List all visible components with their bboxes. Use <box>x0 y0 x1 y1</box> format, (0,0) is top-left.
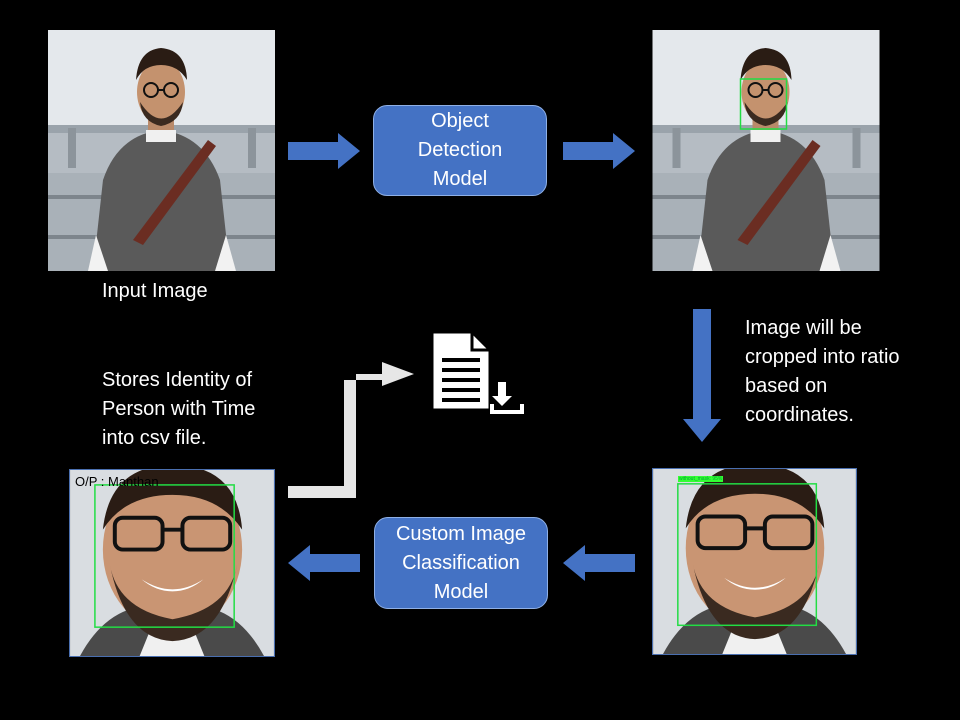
crop-caption-line-4: coordinates. <box>745 404 854 426</box>
object-detection-node: Object Detection Model <box>373 105 547 196</box>
person-photo-detected-illustration <box>652 30 880 271</box>
arrow-to-csv <box>288 350 414 498</box>
detected-photo <box>652 30 880 271</box>
crop-caption-line-2: cropped into ratio <box>745 346 900 368</box>
object-detection-line-2: Detection <box>417 139 503 161</box>
store-caption-line-2: Person with Time <box>102 398 256 420</box>
crop-caption-line-1: Image will be <box>745 317 862 339</box>
object-detection-line-1: Object <box>431 110 489 132</box>
arrow-down-to-crop <box>683 309 721 442</box>
classification-line-3: Model <box>433 580 489 603</box>
custom-classification-node: Custom Image Classification Model <box>374 517 548 609</box>
crop-caption: Image will be cropped into ratio based o… <box>745 314 900 430</box>
cropped-face-illustration <box>653 469 856 654</box>
output-photo <box>69 469 275 657</box>
input-photo <box>48 30 275 271</box>
arrow-to-detected-photo <box>563 133 635 169</box>
arrow-to-detection <box>288 133 360 169</box>
output-identity-label: O/P : Manthan <box>75 474 159 489</box>
cropped-photo <box>652 468 857 655</box>
arrow-to-output-photo <box>288 545 360 581</box>
classification-line-1: Custom Image <box>395 522 527 545</box>
person-photo-illustration <box>48 30 275 271</box>
detection-tag: without_mask: 95% <box>678 476 724 482</box>
object-detection-line-3: Model <box>432 168 488 190</box>
crop-caption-line-3: based on <box>745 375 828 397</box>
store-caption-line-1: Stores Identity of <box>102 369 253 391</box>
store-caption: Stores Identity of Person with Time into… <box>102 366 255 453</box>
output-face-illustration <box>70 470 274 656</box>
arrow-to-classification <box>563 545 635 581</box>
output-detection-box <box>94 484 235 628</box>
input-image-caption: Input Image <box>102 280 208 302</box>
detection-bounding-box <box>739 78 788 130</box>
csv-file-download-icon <box>428 330 526 414</box>
store-caption-line-3: into csv file. <box>102 427 207 449</box>
cropped-detection-box <box>677 483 818 627</box>
classification-line-2: Classification <box>402 551 520 574</box>
